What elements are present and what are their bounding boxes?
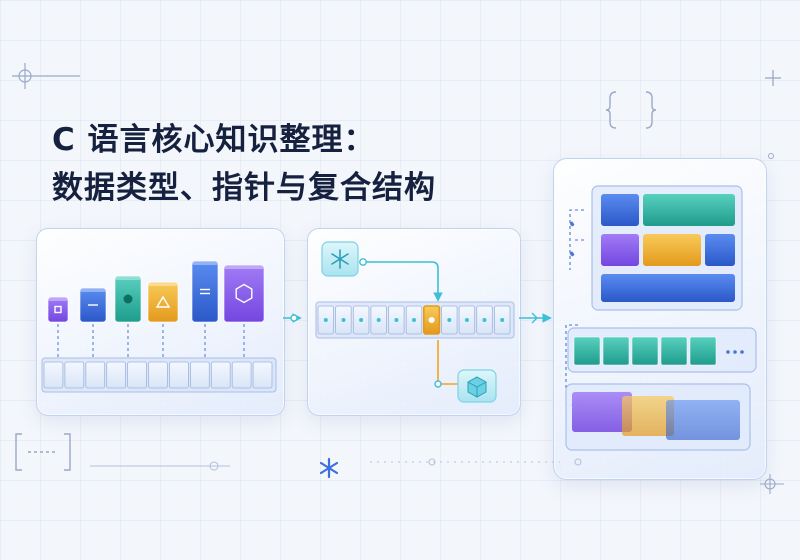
decor-plus-icon — [765, 70, 781, 86]
decor-crosshair-icon-2 — [760, 474, 784, 494]
array-cell — [689, 336, 717, 366]
type-block-equals — [191, 260, 219, 360]
memory-cell — [43, 361, 64, 389]
connector-pointer-to-struct — [519, 312, 552, 324]
pointer-cell-dot — [428, 317, 435, 323]
pointer-cell-dot — [412, 318, 416, 322]
pointer-cell-dot — [359, 318, 364, 322]
struct-row-1 — [601, 194, 735, 226]
pointer-cell-dot — [464, 318, 469, 322]
equals-icon — [200, 288, 210, 295]
memory-cell — [127, 361, 147, 389]
target-node — [457, 369, 497, 403]
array-cell — [660, 336, 688, 366]
type-blocks-group — [47, 260, 265, 360]
decor-bracket-icon — [15, 433, 71, 471]
deref-dot — [434, 380, 442, 388]
pointer-cell-dot — [341, 318, 346, 322]
pointer-cell-dot — [323, 318, 328, 322]
type-block-triangle — [147, 281, 179, 360]
array-cell — [631, 336, 659, 366]
decor-asterisk-icon — [319, 457, 339, 479]
triangle-icon — [155, 295, 171, 308]
memory-cell — [189, 361, 210, 389]
union-box — [565, 383, 751, 451]
pointer-cell-dot — [376, 318, 381, 322]
memory-cell — [64, 361, 85, 389]
pointer-cell-dot — [500, 318, 505, 322]
struct-row-2 — [601, 234, 735, 266]
title-line-1: C 语言核心知识整理： — [52, 122, 376, 158]
array-cell — [573, 336, 601, 366]
array-ellipsis-icon — [726, 350, 744, 354]
title-line-2: 数据类型、指针与复合结构 — [52, 170, 436, 206]
pointer-cell-dot — [447, 318, 452, 322]
decor-braces-icon — [605, 91, 657, 129]
type-block-square — [47, 296, 69, 360]
deref-line — [437, 340, 458, 385]
struct-bracket-lines — [565, 209, 584, 406]
struct-row-3 — [601, 274, 735, 302]
asterisk-icon — [331, 249, 349, 269]
circle-icon — [123, 294, 133, 304]
memory-cell — [106, 361, 126, 389]
pointer-cell-dot — [394, 318, 399, 322]
memory-row — [41, 357, 277, 393]
memory-cell — [169, 361, 189, 389]
pointer-memory-row — [315, 301, 515, 339]
memory-cell — [148, 361, 168, 389]
hexagon-icon — [235, 283, 253, 304]
cube-icon — [467, 376, 487, 398]
array-cells — [573, 336, 717, 366]
connector-types-to-pointer — [283, 313, 302, 323]
page-title: C 语言核心知识整理： 数据类型、指针与复合结构 — [52, 116, 436, 212]
array-cell — [602, 336, 630, 366]
memory-cell — [210, 361, 231, 389]
memory-cell — [231, 361, 252, 389]
pointer-arrow-start — [359, 258, 367, 266]
square-icon — [54, 305, 62, 314]
type-block-hexagon — [223, 264, 265, 360]
decor-timeline-icon — [90, 458, 582, 471]
array-box — [567, 327, 757, 373]
type-block-circle — [114, 275, 142, 360]
memory-cell — [252, 361, 273, 389]
struct-box — [591, 185, 743, 311]
pointer-cell-dot — [482, 318, 487, 322]
pointer-arrow — [362, 261, 443, 302]
decor-crosshair-icon — [12, 63, 80, 89]
pointer-node — [321, 241, 359, 277]
decor-dot-icon — [768, 153, 774, 159]
type-block-minus — [79, 287, 107, 360]
memory-cell — [85, 361, 106, 389]
